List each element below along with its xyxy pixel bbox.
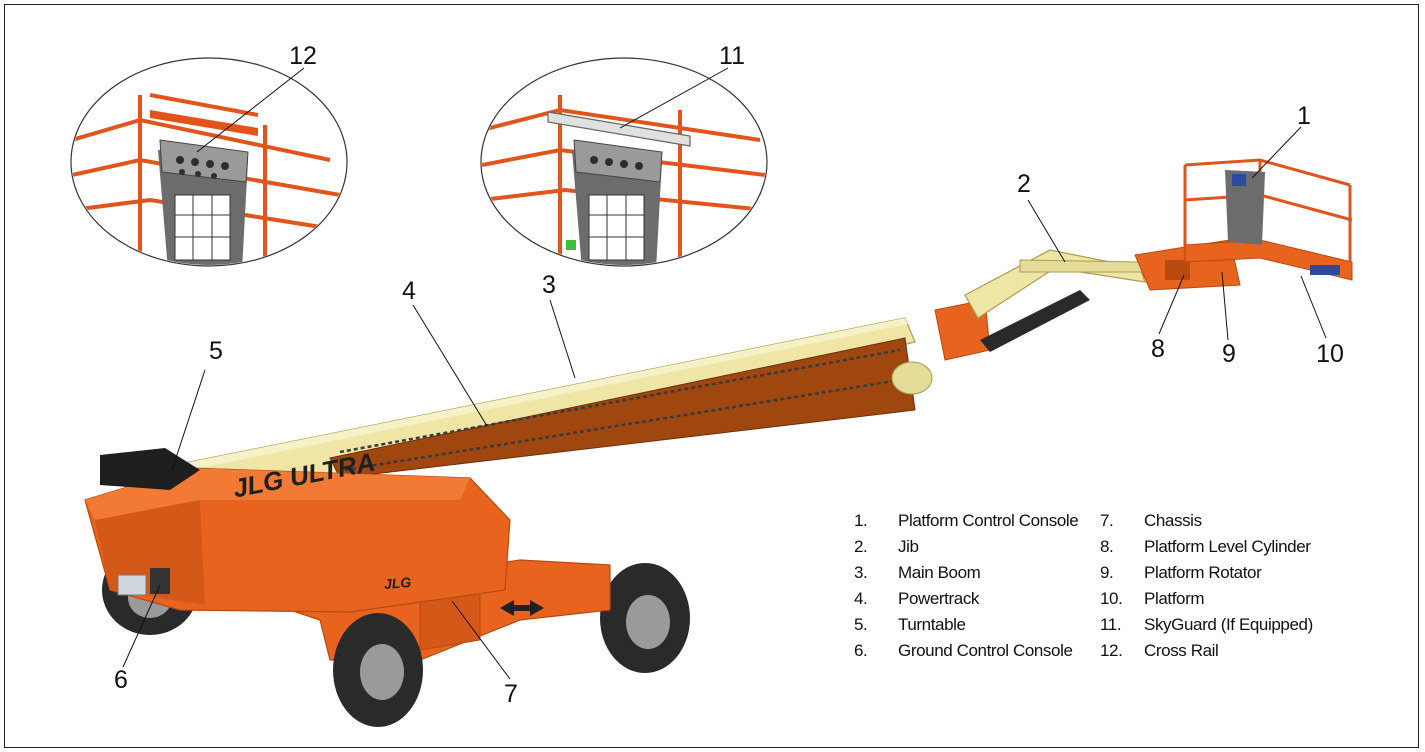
callout-3: 3 — [542, 271, 556, 299]
platform — [1183, 158, 1353, 281]
leader-9 — [1221, 271, 1229, 341]
leader-3 — [549, 299, 576, 379]
callout-9: 9 — [1222, 340, 1236, 368]
leader-8 — [1158, 274, 1185, 335]
legend-item: 1.Platform Control Console — [854, 511, 1079, 530]
leader-lines — [122, 67, 1327, 680]
callout-6: 6 — [114, 666, 128, 694]
leader-4 — [412, 304, 488, 427]
counterweight-bracket — [100, 448, 200, 490]
legend-item: 4.Powertrack — [854, 589, 980, 608]
leader-2 — [1027, 199, 1066, 263]
platform-rail-12 — [72, 93, 341, 265]
legend-item: 7.Chassis — [1100, 511, 1202, 530]
callout-5: 5 — [209, 337, 223, 365]
legend-item: 2.Jib — [854, 537, 919, 556]
legend-item: 11.SkyGuard (If Equipped) — [1100, 615, 1313, 634]
platform-console — [1225, 170, 1265, 245]
turntable — [84, 448, 511, 613]
powertrack-chain — [339, 348, 901, 472]
leader-11 — [619, 67, 729, 129]
callout-2: 2 — [1017, 170, 1031, 198]
legend-item: 12.Cross Rail — [1100, 641, 1219, 660]
callout-8: 8 — [1151, 335, 1165, 363]
console-11 — [566, 139, 663, 265]
legend-item: 9.Platform Rotator — [1100, 563, 1262, 582]
leader-6 — [122, 584, 161, 668]
skyguard-bar — [547, 111, 691, 147]
callout-4: 4 — [402, 277, 416, 305]
wheel-front — [333, 613, 423, 727]
leader-7 — [451, 600, 511, 680]
main-machine — [84, 158, 1353, 727]
console-12 — [158, 139, 249, 265]
callout-7: 7 — [504, 680, 518, 708]
legend-item: 6.Ground Control Console — [854, 641, 1073, 660]
callout-12: 12 — [289, 42, 317, 70]
turntable-brand-decal: JLG — [383, 574, 412, 592]
cross-rail-bar — [150, 110, 258, 136]
legend-item: 10.Platform — [1100, 589, 1205, 608]
legend-item: 5.Turntable — [854, 615, 966, 634]
legend-item: 8.Platform Level Cylinder — [1100, 537, 1311, 556]
leader-12 — [196, 67, 305, 153]
callout-11: 11 — [719, 42, 745, 70]
legend-left: 1.Platform Control Console 2.Jib 3.Main … — [854, 508, 1079, 664]
ground-console-panel — [150, 568, 170, 594]
legend-item: 3.Main Boom — [854, 563, 981, 582]
wheel-rear-right — [600, 563, 690, 673]
leader-10 — [1300, 275, 1327, 339]
detail-cross-rail — [70, 57, 348, 267]
leader-1 — [1251, 126, 1302, 179]
detail-skyguard — [480, 57, 768, 267]
callout-10: 10 — [1316, 340, 1344, 368]
callout-1: 1 — [1297, 102, 1311, 130]
legend-right: 7.Chassis 8.Platform Level Cylinder 9.Pl… — [1100, 508, 1313, 664]
leader-5 — [171, 369, 206, 471]
figure-frame — [4, 4, 1419, 748]
